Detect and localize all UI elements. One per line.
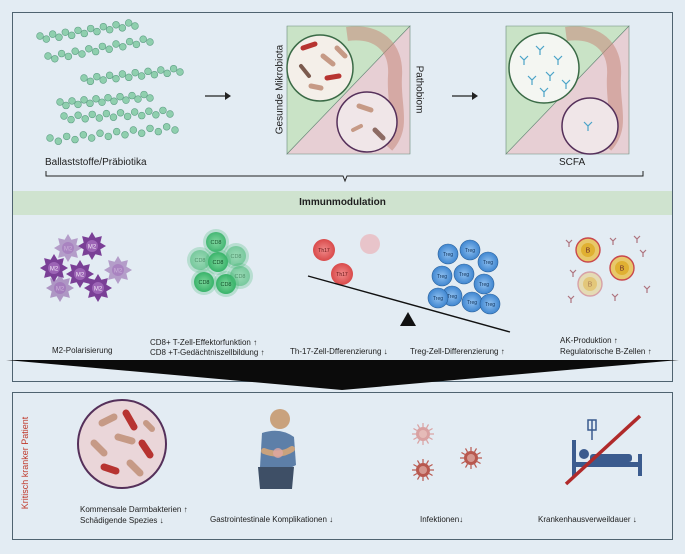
b-cell-cluster: B B B	[565, 235, 651, 303]
svg-text:Treg: Treg	[443, 252, 453, 258]
svg-text:Treg: Treg	[485, 302, 495, 308]
svg-text:CD8: CD8	[210, 240, 221, 246]
microbiota-diagram	[286, 25, 411, 155]
svg-text:CD8: CD8	[194, 258, 205, 264]
stomach-pain-patient-icon	[258, 409, 296, 489]
svg-text:CD8: CD8	[212, 260, 223, 266]
svg-text:Treg: Treg	[483, 260, 493, 266]
svg-text:Treg: Treg	[479, 282, 489, 288]
gut-bacteria-icon	[77, 399, 167, 489]
healthy-microbiota-label: Gesunde Mikrobiota	[274, 44, 286, 135]
svg-text:Th17: Th17	[336, 272, 348, 278]
svg-text:CD8: CD8	[230, 254, 241, 260]
pathobiome-label: Pathobiom	[413, 65, 425, 114]
patient-panel	[12, 392, 673, 540]
scfa-diagram	[505, 25, 630, 155]
m2-label: M2-Polarisierung	[52, 346, 113, 355]
hospital-bed-icon	[564, 414, 642, 486]
svg-text:Th17: Th17	[318, 248, 330, 254]
immunomodulation-band	[13, 191, 672, 215]
svg-text:CD8: CD8	[198, 280, 209, 286]
svg-text:M2: M2	[56, 287, 65, 293]
cd8-label-1: CD8+ T-Zell-Effektorfunktion ↑	[150, 338, 258, 347]
infections-label: Infektionen↓	[420, 515, 464, 524]
hospital-stay-label: Krankenhausverweildauer ↓	[538, 515, 637, 524]
svg-text:Treg: Treg	[465, 248, 475, 254]
ak-label-2: Regulatorische B-Zellen ↑	[560, 347, 652, 356]
scfa-label: SCFA	[559, 157, 586, 168]
svg-text:M2: M2	[94, 287, 103, 293]
down-arrow-icon	[6, 360, 679, 390]
patient-side-label: Kritisch kranker Patient	[20, 416, 30, 510]
arrow-right-icon	[205, 92, 231, 100]
svg-text:B: B	[588, 282, 593, 289]
arrow-right-icon	[452, 92, 478, 100]
th17-label: Th-17-Zell-Dfferenzierung ↓	[290, 347, 388, 356]
balance-seesaw	[307, 275, 511, 333]
svg-text:B: B	[620, 266, 625, 273]
svg-text:B: B	[586, 248, 591, 255]
gut-label-2: Schädigende Spezies ↓	[80, 516, 164, 525]
fiber-label: Ballaststoffe/Präbiotika	[45, 157, 147, 168]
svg-text:CD8: CD8	[220, 282, 231, 288]
gut-label-1: Kommensale Darmbakterien ↑	[80, 505, 188, 514]
svg-text:Treg: Treg	[447, 294, 457, 300]
svg-text:M2: M2	[50, 267, 59, 273]
svg-text:CD8: CD8	[234, 274, 245, 280]
svg-text:Treg: Treg	[437, 274, 447, 280]
svg-text:Treg: Treg	[459, 272, 469, 278]
svg-text:M2: M2	[114, 269, 123, 275]
cd8-label-2: CD8 +T-Gedächtniszellbildung ↑	[150, 348, 265, 357]
ak-label-1: AK-Produktion ↑	[560, 336, 618, 345]
svg-text:M2: M2	[76, 273, 85, 279]
svg-text:M2: M2	[64, 247, 73, 253]
gi-label: Gastrointestinale Komplikationen ↓	[210, 515, 334, 524]
treg-label: Treg-Zell-Differenzierung ↑	[410, 347, 505, 356]
svg-text:Treg: Treg	[467, 300, 477, 306]
svg-text:Treg: Treg	[433, 296, 443, 302]
brace	[45, 171, 644, 183]
immunomodulation-title: Immunmodulation	[299, 197, 386, 208]
virus-icons	[412, 423, 482, 481]
svg-text:M2: M2	[88, 245, 97, 251]
